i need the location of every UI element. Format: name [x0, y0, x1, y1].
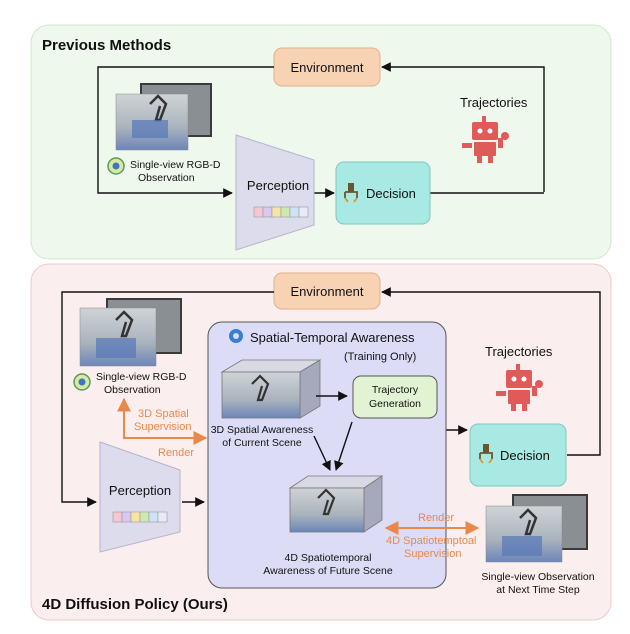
- trajectory-return-arrow: [381, 62, 545, 192]
- spatial-temporal-title: Spatial-Temporal Awareness: [250, 330, 415, 345]
- brain-icon: [229, 329, 243, 343]
- training-only-label: (Training Only): [344, 351, 416, 363]
- camera-icon: [107, 157, 125, 175]
- current-scene-label-line2: of Current Scene: [222, 437, 302, 449]
- future-scene-label-line1: 4D Spatiotemporal: [285, 552, 372, 564]
- ours-title: 4D Diffusion Policy (Ours): [42, 596, 228, 613]
- environment-label: Environment: [291, 60, 364, 75]
- rgbd-observation-image-top: [115, 83, 212, 151]
- ours-panel: 4D Diffusion Policy (Ours) Environment S…: [30, 263, 612, 621]
- spatiotemporal-supervision-line2: Supervision: [404, 548, 461, 560]
- camera-icon-bottom: [73, 373, 91, 391]
- observation-label-line1: Single-view RGB-D: [130, 159, 221, 171]
- current-scene-label-line1: 3D Spatial Awareness: [211, 424, 314, 436]
- trajectory-generation-line1: Trajectory: [372, 384, 419, 396]
- trajectory-to-future-arrow: [334, 421, 353, 471]
- feature-vector: [253, 206, 309, 218]
- render-label-left: Render: [158, 447, 194, 459]
- environment-label-bottom: Environment: [291, 284, 364, 299]
- gripper-icon: [344, 183, 358, 203]
- current-scene-cube: [220, 359, 322, 419]
- current-to-future-arrow: [313, 435, 331, 471]
- observation-label-bottom-line1: Single-view RGB-D: [96, 371, 187, 383]
- trajectories-label: Trajectories: [460, 95, 528, 110]
- trajectories-label-bottom: Trajectories: [485, 344, 553, 359]
- environment-to-perception-arrow: [97, 66, 274, 198]
- rgbd-observation-image-bottom: [79, 298, 182, 367]
- trajectory-return-arrow-bottom: [381, 287, 601, 456]
- trajectory-generation-line2: Generation: [369, 398, 421, 410]
- next-observation-label-line2: at Next Time Step: [496, 584, 580, 596]
- decision-label: Decision: [366, 186, 416, 201]
- spatial-supervision-label-line1: 3D Spatial: [138, 408, 189, 420]
- spatial-supervision-arrow: [117, 397, 208, 445]
- perception-encoder-bottom: Perception: [99, 441, 181, 553]
- next-observation-label-line1: Single-view Observation: [481, 571, 594, 583]
- decision-box-bottom: Decision: [469, 423, 567, 487]
- spatiotemporal-supervision-line1: 4D Spatiotemptoal: [386, 535, 477, 547]
- previous-methods-panel: Previous Methods Environment Single-view…: [30, 24, 612, 260]
- render-label-right: Render: [418, 512, 454, 524]
- decision-label-bottom: Decision: [500, 448, 550, 463]
- perception-encoder-top: Perception: [235, 134, 315, 251]
- future-scene-cube: [288, 475, 384, 533]
- future-scene-label-line2: Awareness of Future Scene: [263, 565, 393, 577]
- observation-label-line2: Observation: [138, 172, 195, 184]
- environment-box-top: Environment: [273, 47, 381, 87]
- environment-box-bottom: Environment: [273, 272, 381, 310]
- perception-label: Perception: [247, 178, 309, 193]
- decision-box-top: Decision: [335, 161, 431, 225]
- robot-icon-bottom: [496, 364, 543, 411]
- spatial-supervision-label-line2: Supervision: [134, 421, 191, 433]
- trajectory-generation-box: Trajectory Generation: [352, 375, 438, 419]
- feature-vector-bottom: [112, 511, 168, 523]
- perception-label-bottom: Perception: [109, 483, 171, 498]
- robot-icon: [462, 116, 509, 163]
- previous-methods-title: Previous Methods: [42, 37, 171, 54]
- environment-to-perception-arrow-bottom: [61, 291, 274, 507]
- next-observation-image: [485, 494, 588, 563]
- observation-label-bottom-line2: Observation: [104, 384, 161, 396]
- gripper-icon-bottom: [479, 444, 493, 464]
